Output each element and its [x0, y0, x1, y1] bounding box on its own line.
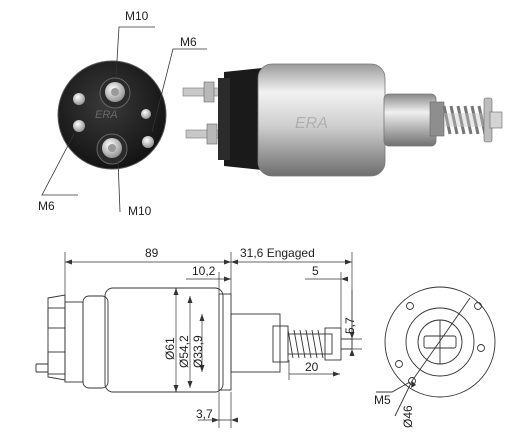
dim-plunger-tip: 5 — [312, 264, 319, 278]
dim-inner-diameter: Ø54,2 — [177, 335, 191, 368]
dim-spring-length: 20 — [305, 360, 319, 374]
dim-engaged-travel: 31,6 Engaged — [240, 246, 315, 260]
side-photo: ERA — [182, 63, 503, 177]
label-bottom-m6: M6 — [38, 199, 55, 213]
dimension-lines — [64, 252, 362, 428]
dim-overall-length: 89 — [145, 246, 159, 260]
end-cap-photo: ERA — [57, 60, 167, 170]
dim-nose-diameter: Ø33,9 — [191, 335, 205, 368]
dimension-arrows — [65, 259, 355, 423]
front-view-drawing — [376, 286, 496, 417]
dim-flange-thickness: 3,7 — [196, 407, 213, 421]
svg-text:ERA: ERA — [295, 115, 328, 132]
photo-leaders — [41, 26, 207, 213]
dim-vertical-offset: 5,7 — [343, 317, 357, 334]
svg-text:ERA: ERA — [95, 109, 118, 121]
dim-body-diameter: Ø61 — [163, 337, 177, 360]
label-mount-thread: M5 — [374, 393, 391, 407]
label-bottom-m10: M10 — [128, 204, 152, 218]
label-top-m6: M6 — [180, 35, 197, 49]
dim-bolt-circle: Ø46 — [401, 405, 415, 428]
label-top-m10: M10 — [125, 9, 149, 23]
dim-flange-to-body: 10,2 — [192, 264, 216, 278]
